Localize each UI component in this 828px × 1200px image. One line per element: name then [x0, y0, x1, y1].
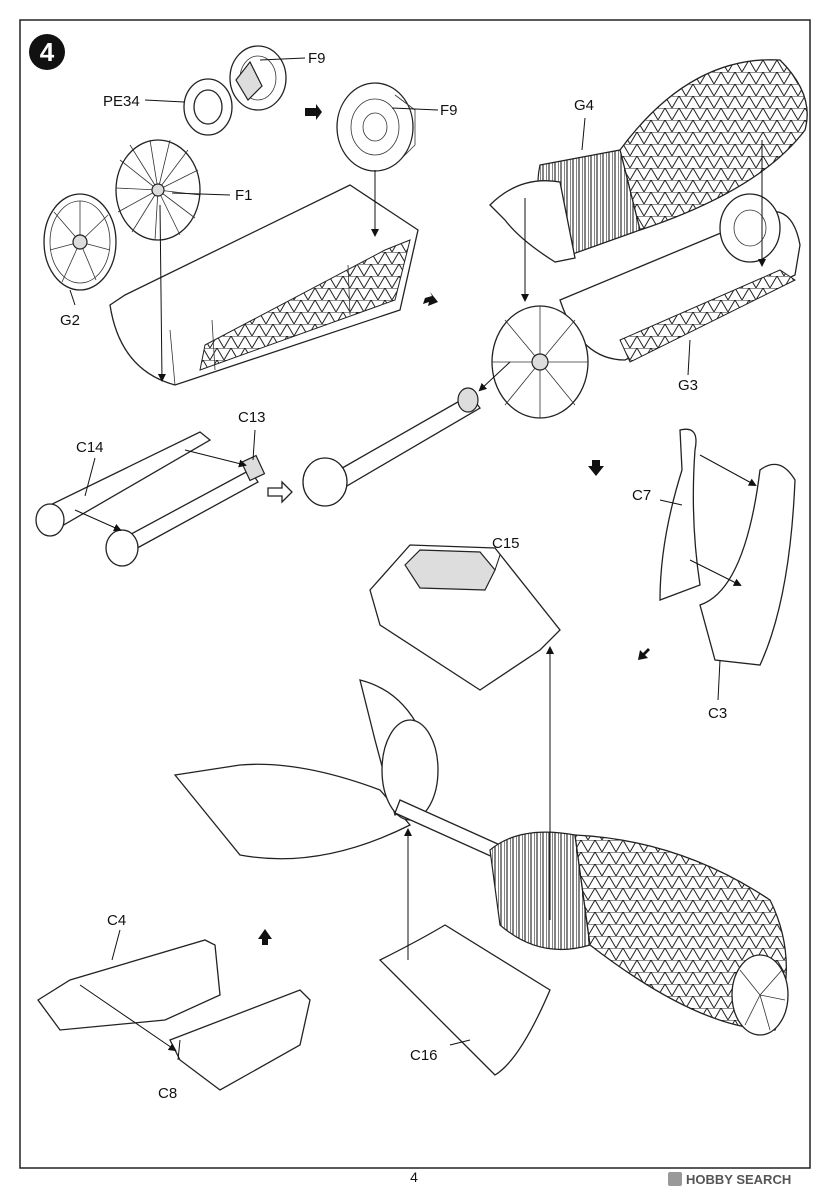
arrow-icon: [588, 460, 604, 476]
part-labels: F9 PE34 F9 F1 G2 G4 G3 C14 C13 C7 C15 C3…: [60, 50, 727, 1102]
page-number: 4: [410, 1169, 418, 1185]
part-front-fan-assembled: [491, 305, 589, 419]
arrow-icon: [258, 929, 272, 945]
part-G2-front-frame: [43, 193, 117, 291]
leader-lines: [69, 57, 766, 1061]
part-PE34-ring: [183, 78, 233, 136]
part-F9-disc: [336, 82, 416, 172]
arrow-icon: [305, 104, 322, 120]
arrow-icon: [423, 292, 438, 306]
page-border: [19, 19, 811, 1169]
label-G3: G3: [678, 377, 698, 394]
label-C7: C7: [632, 487, 651, 504]
label-C15: C15: [492, 535, 520, 552]
arrow-icon: [638, 648, 650, 660]
watermark-text: HOBBY SEARCH: [686, 1172, 791, 1187]
label-C16: C16: [410, 1047, 438, 1064]
part-C7-bracket: [659, 428, 701, 601]
watermark: HOBBY SEARCH: [668, 1172, 791, 1187]
part-C8-panel: [169, 989, 311, 1091]
part-F9-fan-small: [229, 45, 287, 111]
part-lower-shell-left: [109, 184, 419, 386]
part-C15-cover: [369, 544, 561, 691]
label-C13: C13: [238, 409, 266, 426]
label-G2: G2: [60, 312, 80, 329]
label-PE34: PE34: [103, 93, 140, 110]
assembly-arrow-shaft: [267, 480, 293, 504]
part-C16-cover: [378, 924, 551, 1076]
part-intake-duct: [173, 679, 439, 860]
label-C14: C14: [76, 439, 104, 456]
label-C8: C8: [158, 1085, 177, 1102]
part-F1-compressor-fan: [115, 139, 201, 241]
part-main-shaft: [394, 799, 501, 859]
label-C4: C4: [107, 912, 126, 929]
part-assembled-shaft: [302, 387, 481, 507]
part-engine-core-assembled: [489, 831, 789, 1036]
label-F1: F1: [235, 187, 253, 204]
part-C3-cover: [699, 463, 796, 666]
step-number: 4: [40, 37, 55, 67]
label-G4: G4: [574, 97, 594, 114]
label-C3: C3: [708, 705, 727, 722]
part-G3-lower-shell: [559, 193, 801, 363]
part-C13-shaft: [105, 454, 266, 567]
part-C4-panel: [37, 939, 221, 1031]
label-F9: F9: [308, 50, 326, 67]
direction-arrows: [258, 104, 650, 945]
part-C14-shaft-half: [35, 431, 212, 537]
label-F9: F9: [440, 102, 458, 119]
step-badge: 4: [29, 34, 65, 70]
part-G4-upper-shell: [489, 59, 808, 263]
